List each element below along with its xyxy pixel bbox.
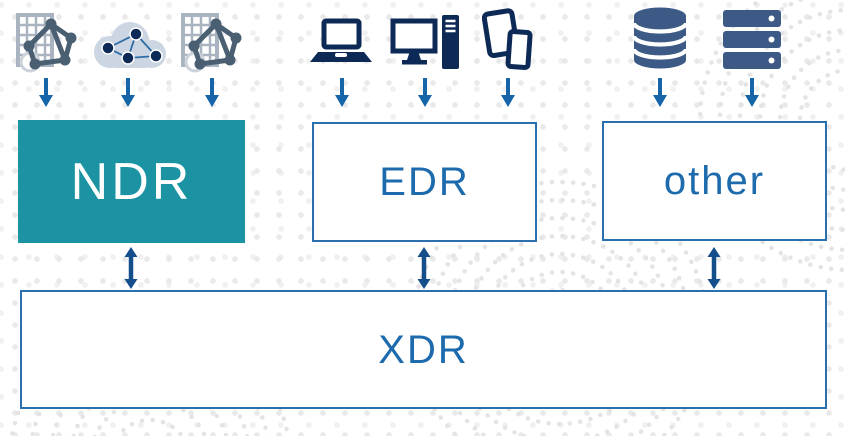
- desktop-computer-icon: [390, 14, 460, 72]
- down-arrow-icon: [499, 78, 517, 108]
- ndr-label: NDR: [70, 152, 193, 211]
- xdr-box: XDR: [20, 290, 827, 409]
- down-arrow-icon: [119, 78, 137, 108]
- edr-box: EDR: [312, 122, 537, 242]
- double-vertical-arrow-icon: [415, 247, 433, 289]
- database-icon: [632, 6, 688, 70]
- edr-label: EDR: [379, 160, 470, 204]
- down-arrow-icon: [37, 78, 55, 108]
- cloud-network-icon: [82, 18, 174, 74]
- mobile-devices-icon: [482, 8, 534, 72]
- ndr-box: NDR: [18, 120, 245, 243]
- other-label: other: [663, 159, 766, 203]
- double-vertical-arrow-icon: [122, 247, 140, 289]
- down-arrow-icon: [743, 78, 761, 108]
- down-arrow-icon: [651, 78, 669, 108]
- down-arrow-icon: [333, 78, 351, 108]
- server-icon: [723, 10, 781, 70]
- xdr-label: XDR: [378, 327, 469, 372]
- double-vertical-arrow-icon: [705, 247, 723, 289]
- building-network-icon: [15, 12, 77, 74]
- other-box: other: [602, 121, 827, 241]
- down-arrow-icon: [416, 78, 434, 108]
- down-arrow-icon: [203, 78, 221, 108]
- building-network-icon: [180, 12, 242, 74]
- laptop-icon: [310, 18, 372, 66]
